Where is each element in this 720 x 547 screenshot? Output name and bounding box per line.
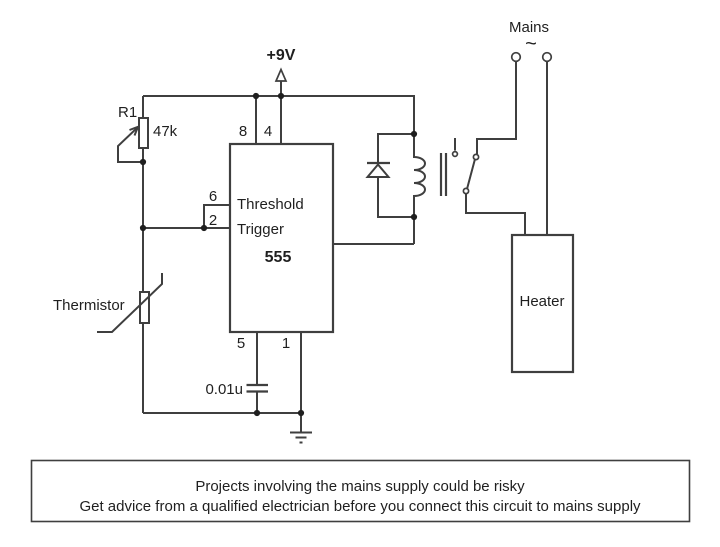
pot-wiper-wire [117,126,143,163]
warning-line1: Projects involving the mains supply coul… [195,478,525,495]
junction-dot [139,158,147,166]
relay [413,134,480,244]
warning-box [30,459,691,523]
capacitor-plates [246,383,268,393]
ic-name-label: 555 [265,249,292,266]
relay-armature-terminal [451,150,459,158]
thermistor: Thermistor [53,273,163,333]
heater: Heater [510,233,575,374]
warning-note: Projects involving the mains supply coul… [30,459,691,523]
ic-pin2-label: 2 [209,212,217,229]
junction-dots [139,92,418,417]
capacitor-value-label: 0.01u [205,381,243,398]
switch-pivot-contact [462,187,470,195]
junction-dot [277,92,285,100]
relay-core-bars [439,153,448,196]
junction-dot [252,92,260,100]
ic-trigger-label: Trigger [237,221,284,238]
junction-dot [139,224,147,232]
supply-voltage-label: +9V [267,47,296,64]
mains-terminal-right [541,51,553,63]
thermistor-label: Thermistor [53,297,125,314]
wire-pin6-threshold [203,204,230,228]
ground-bars [290,431,312,444]
junction-dot [410,130,418,138]
ground-symbol [290,431,312,444]
ic-threshold-label: Threshold [237,196,304,213]
mains-terminal-left [510,51,522,63]
mains-terminals: Mains ~ [509,19,553,63]
heater-body [510,233,575,374]
pot-resistor-body [138,117,149,149]
thermistor-diagonal [97,273,163,333]
switch-top-contact [472,153,480,161]
junction-dot [410,213,418,221]
warning-line2: Get advice from a qualified electrician … [79,498,641,515]
wire-mains-live [476,61,517,154]
wire-positive-rail [143,95,415,134]
mains-label: Mains [509,19,549,36]
junction-dot [200,224,208,232]
ic-pin4-label: 4 [264,123,272,140]
pot-ref-label: R1 [118,104,137,121]
diode-triangle [365,162,391,178]
junction-dot [253,409,261,417]
diode [365,161,391,178]
ic-555: 8 4 6 2 5 1 Threshold Trigger 555 [209,123,335,352]
potentiometer-r1: R1 47k [117,104,178,163]
ic-body [228,142,335,334]
ic-pin8-label: 8 [239,123,247,140]
thermistor-body [139,291,150,324]
supply-arrow-icon [274,67,288,82]
ic-pin1-label: 1 [282,335,290,352]
switch-blade [466,158,476,190]
junction-dot [297,409,305,417]
power-supply: +9V [267,47,296,82]
capacitor: 0.01u [205,381,268,398]
ic-pin6-label: 6 [209,188,217,205]
relay-coil [413,134,426,244]
wire-switch-to-heater [465,193,526,235]
heater-label: Heater [519,293,564,310]
ac-symbol: ~ [525,33,537,55]
wires [142,61,548,433]
ic-pin5-label: 5 [237,335,245,352]
pot-value-label: 47k [153,123,178,140]
wire-diode-branch [377,133,414,218]
